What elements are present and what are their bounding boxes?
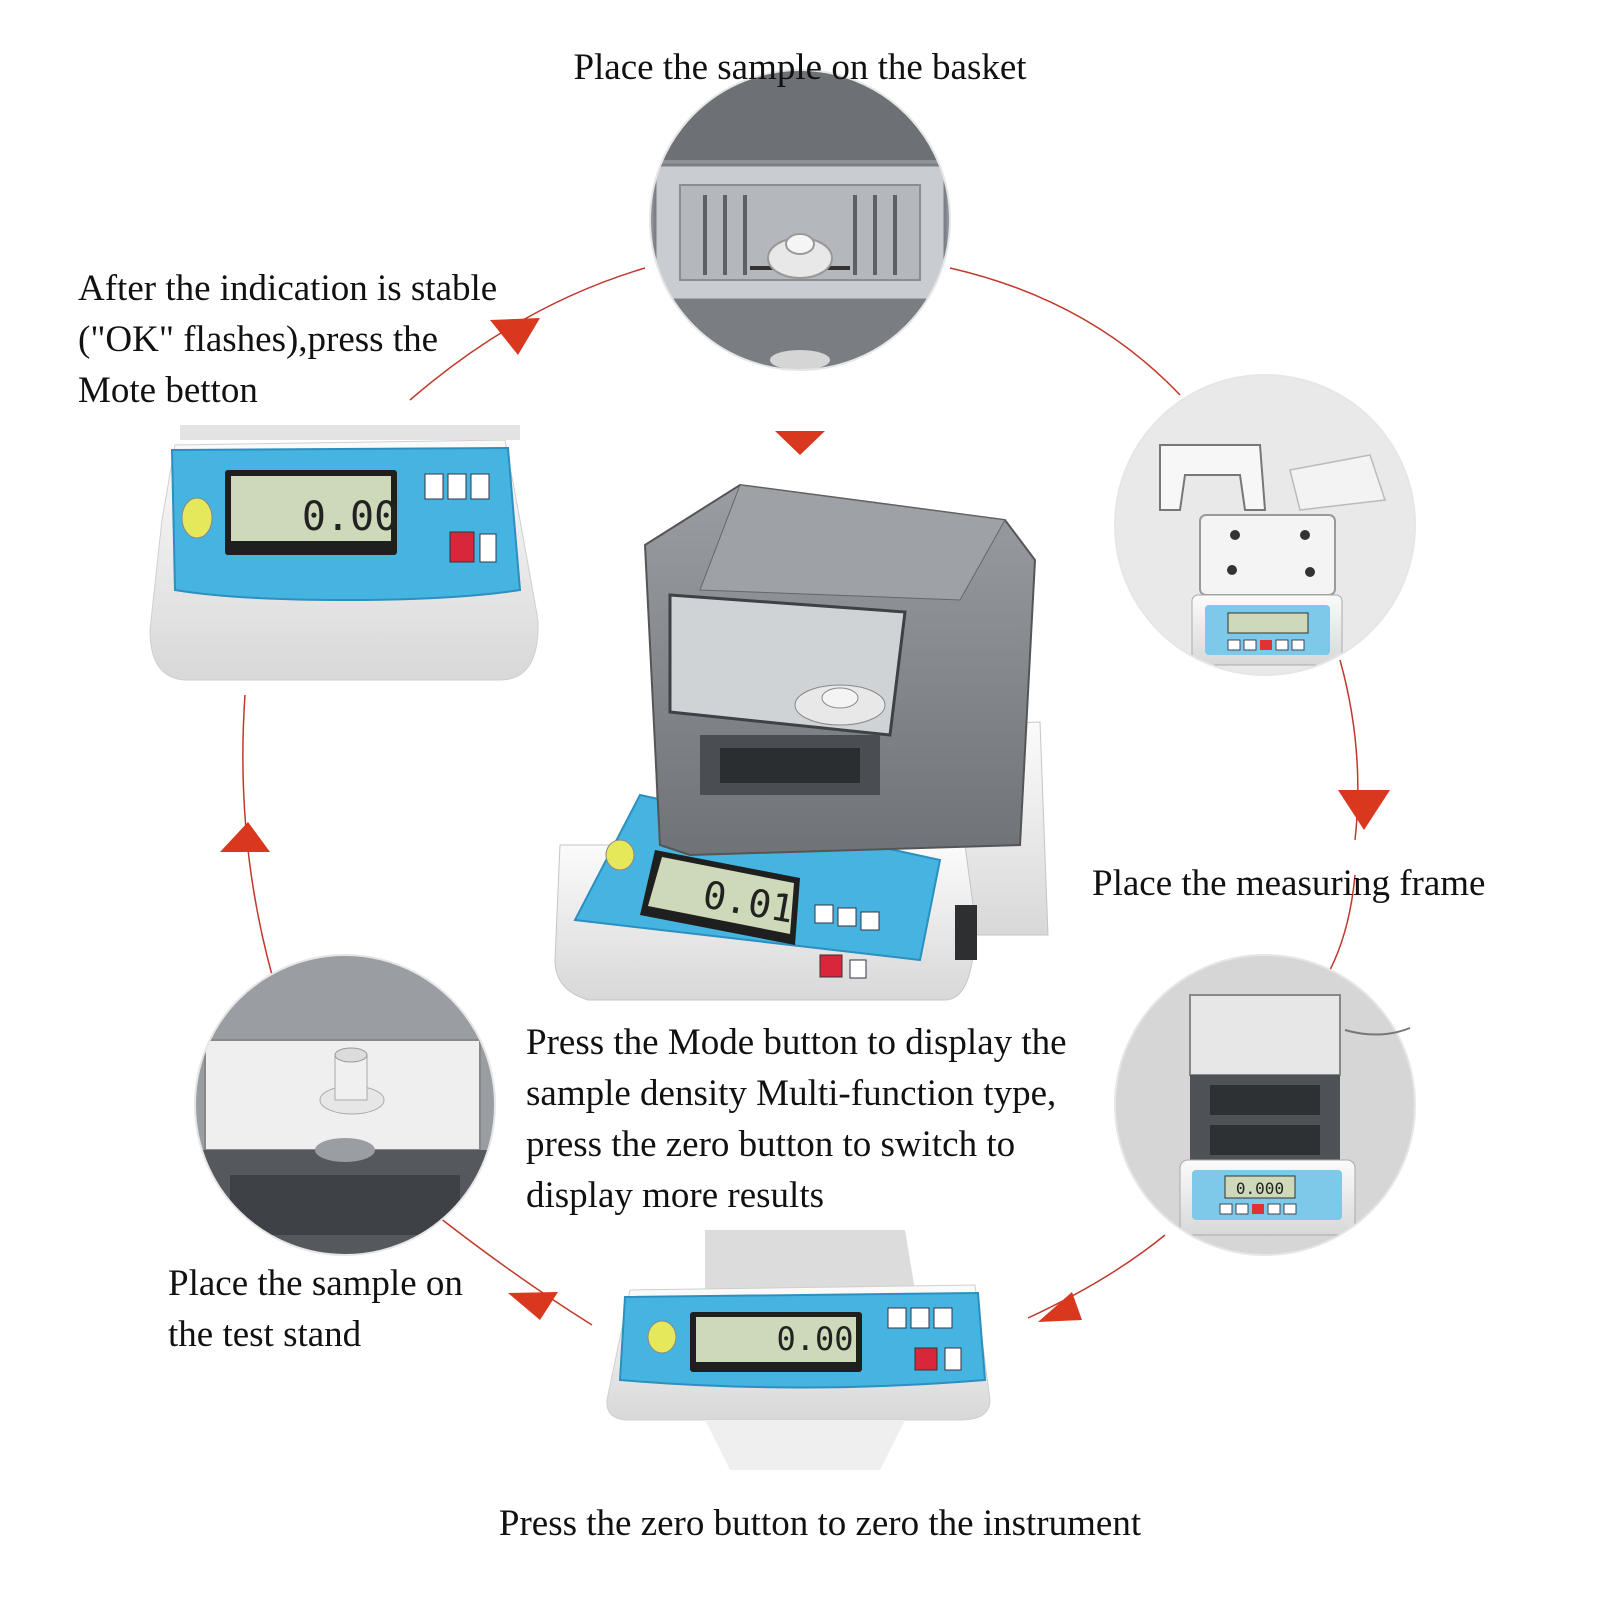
line-top-to-right [949, 267, 1181, 396]
arrow-up-left [220, 822, 270, 852]
frame-setup-photo [1115, 375, 1415, 675]
line-bottom-to-left [439, 1217, 593, 1326]
arrow-down-center [775, 431, 825, 455]
step-zero-label: Press the zero button to zero the instru… [498, 1503, 1142, 1544]
rb-lcd-readout: 0.000 [1236, 1179, 1284, 1198]
line-frame-to-rb [1329, 874, 1356, 971]
step-stand-label: Place the sample on the test stand [168, 1263, 463, 1355]
line-rb-to-bottom [1027, 1234, 1166, 1319]
basket-photo [650, 70, 950, 370]
step-mode-label: Press the Mode button to display the sam… [526, 1022, 1067, 1216]
arrow-left-bottom-left [508, 1292, 558, 1320]
step-basket-label: Place the sample on the basket [573, 47, 1027, 88]
bottom-lcd-readout: 0.00 [776, 1320, 853, 1358]
zero-panel-photo: 0.00 [606, 1230, 991, 1470]
main-instrument-photo: 0.01 [554, 483, 1049, 1001]
step-frame-label: Place the measuring frame [1092, 863, 1486, 904]
instrument-side-photo: 0.000 [1115, 955, 1415, 1255]
test-stand-photo [195, 955, 495, 1255]
arrow-down-topleft [490, 318, 540, 355]
arrow-left-bottom-right [1038, 1292, 1082, 1322]
step-stable-label: After the indication is stable ("OK" fla… [78, 268, 498, 411]
top-left-panel-photo: 0.00 [149, 425, 539, 681]
arrow-down-right [1338, 790, 1390, 830]
top-left-lcd-readout: 0.00 [302, 494, 398, 540]
cable [1344, 1027, 1411, 1036]
cycle-arrows [220, 318, 1390, 1322]
